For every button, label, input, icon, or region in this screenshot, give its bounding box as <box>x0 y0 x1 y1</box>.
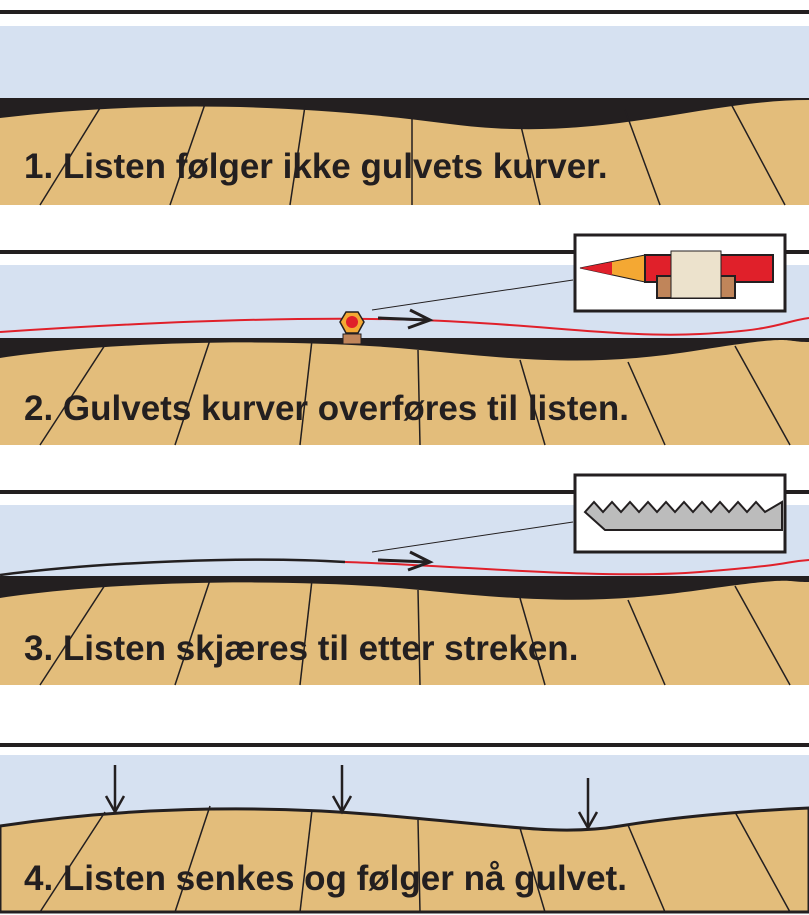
board-top-edge <box>0 743 809 747</box>
arrow-down-icon <box>104 765 126 815</box>
step-4-panel: 4. Listen senkes og følger nå gulvet. <box>0 743 809 914</box>
cut-edge <box>0 558 346 577</box>
step-2-panel: 2. Gulvets kurver overføres til listen. <box>0 233 809 446</box>
arrow-down-icon <box>331 765 353 815</box>
scribe-line <box>344 559 809 576</box>
arrow-down-icon <box>577 778 599 831</box>
skirting-board <box>0 26 809 102</box>
board-top-edge <box>0 490 809 494</box>
step-3-caption: 3. Listen skjæres til etter streken. <box>24 629 578 668</box>
pencil-inset <box>573 233 787 313</box>
plank-lines <box>39 339 791 446</box>
board-top-edge <box>0 250 809 254</box>
arrow-right-icon <box>377 550 434 572</box>
floor <box>0 340 809 445</box>
callout-line <box>371 521 574 553</box>
arrow-right-icon <box>377 308 434 330</box>
plank-lines <box>39 101 786 206</box>
step-1-caption: 1. Listen følger ikke gulvets kurver. <box>24 147 608 186</box>
floor <box>0 580 809 685</box>
board-top-edge <box>0 10 809 14</box>
step-1-panel: 1. Listen følger ikke gulvets kurver. <box>0 10 809 206</box>
saw-inset <box>573 473 787 554</box>
plank-lines <box>39 579 791 686</box>
scribe-line <box>0 317 809 336</box>
step-4-caption: 4. Listen senkes og følger nå gulvet. <box>24 859 627 898</box>
callout-line <box>371 279 574 311</box>
step-3-panel: 3. Listen skjæres til etter streken. <box>0 473 809 686</box>
floor <box>0 100 809 205</box>
step-2-caption: 2. Gulvets kurver overføres til listen. <box>24 389 629 428</box>
tape-icon <box>670 250 722 299</box>
pencil-compass-icon <box>339 311 365 345</box>
plank-lines <box>39 805 791 913</box>
saw-blade-icon <box>583 500 783 531</box>
